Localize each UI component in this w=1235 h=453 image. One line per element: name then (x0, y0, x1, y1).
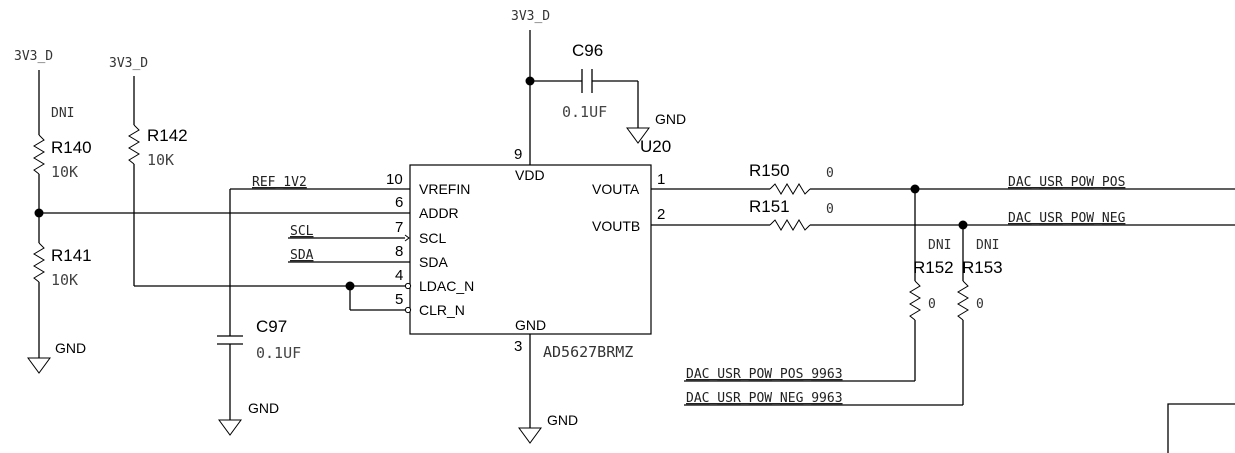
r150-value: 0 (826, 166, 834, 181)
gnd-label-c96: GND (655, 111, 686, 127)
pin-name-ldac: LDAC_N (419, 278, 474, 294)
r152-value: 0 (928, 297, 936, 312)
ic-ref: U20 (640, 137, 671, 156)
pin-num-ldac: 4 (395, 267, 403, 284)
sheet-frame-corner (1167, 403, 1235, 453)
pin-name-sda: SDA (419, 254, 448, 270)
r152-resistor (909, 280, 921, 321)
r150-ref: R150 (749, 161, 790, 180)
net-label-scl: SCL (290, 224, 314, 239)
r142-resistor (128, 124, 140, 165)
r142-ref: R142 (147, 126, 188, 145)
pin-num-vrefin: 10 (386, 171, 403, 188)
r140-r141-divider: 3V3_D DNI R140 10K R141 10K GND (14, 49, 92, 374)
ic-u20: U20 AD5627BRMZ 10 VREFIN 6 ADDR 7 SCL 8 … (386, 137, 671, 361)
gnd-icon (518, 427, 542, 444)
r141-value: 10K (51, 271, 78, 289)
net-label-sda: SDA (290, 248, 314, 263)
r151-value: 0 (826, 202, 834, 217)
pin-name-clr: CLR_N (419, 302, 465, 318)
r153-value: 0 (976, 297, 984, 312)
r152-dni-note: DNI (928, 238, 951, 253)
power-label-3v3-top: 3V3_D (511, 9, 550, 24)
clock-input-icon (404, 234, 410, 242)
pin-num-scl: 7 (395, 219, 403, 236)
inversion-bubble-icon (404, 306, 412, 314)
pin-num-clr: 5 (395, 291, 403, 308)
pin-name-vrefin: VREFIN (419, 181, 470, 197)
r140-dni-note: DNI (51, 106, 74, 121)
pin-num-voutb: 2 (657, 206, 665, 223)
gnd-icon (218, 419, 242, 436)
r152-ref: R152 (913, 258, 954, 277)
r140-resistor (33, 134, 45, 175)
r141-resistor (33, 242, 45, 283)
pin-name-scl: SCL (419, 230, 446, 246)
pin-name-vdd: VDD (515, 167, 545, 183)
ic-body (409, 164, 652, 335)
net-label-out-pos: DAC_USR_POW_POS (1008, 175, 1125, 190)
pin-num-vouta: 1 (657, 171, 665, 188)
r141-ref: R141 (51, 246, 92, 265)
vdd-c96: 3V3_D C96 0.1UF GND (511, 9, 686, 165)
pin-num-gnd: 3 (514, 338, 522, 355)
r151-ref: R151 (749, 197, 790, 216)
r142-pullup: 3V3_D R142 10K (109, 56, 405, 311)
r151-resistor (769, 219, 811, 231)
net-label-ref-1v2: REF_1V2 (252, 175, 307, 190)
c97-ref: C97 (256, 317, 287, 336)
ic-part-number: AD5627BRMZ (543, 343, 633, 361)
c97-value: 0.1UF (256, 344, 301, 362)
r140-ref: R140 (51, 138, 92, 157)
outputs: R150 0 DAC_USR_POW_POS R151 0 DAC_USR_PO… (651, 161, 1235, 231)
r153-resistor (957, 280, 969, 321)
gnd-icon (27, 357, 51, 374)
gnd-label-r141: GND (55, 340, 86, 356)
net-label-out-pos-9963: DAC_USR_POW_POS_9963 (686, 367, 843, 382)
power-label-3v3-left2: 3V3_D (109, 56, 148, 71)
inversion-bubble-icon (404, 282, 412, 290)
gnd-label-ic: GND (547, 412, 578, 428)
c96-value: 0.1UF (562, 103, 607, 121)
gnd-label-c97: GND (248, 400, 279, 416)
net-label-out-neg-9963: DAC_USR_POW_NEG_9963 (686, 391, 843, 406)
r150-resistor (769, 183, 811, 195)
pin-name-voutb: VOUTB (592, 218, 640, 234)
r142-value: 10K (147, 151, 174, 169)
r140-value: 10K (51, 163, 78, 181)
pin-num-addr: 6 (395, 194, 403, 211)
c96-ref: C96 (572, 41, 603, 60)
r152-r153: DNI DNI R152 R153 0 DAC_USR_POW_POS_9963… (684, 189, 1003, 406)
pin-name-addr: ADDR (419, 205, 459, 221)
gnd-icon (626, 127, 650, 144)
pin-name-gnd: GND (515, 317, 546, 333)
pin-num-sda: 8 (395, 243, 403, 260)
r153-dni-note: DNI (976, 238, 999, 253)
pin-num-vdd: 9 (514, 146, 522, 163)
power-label-3v3-left1: 3V3_D (14, 49, 53, 64)
pin-name-vouta: VOUTA (592, 181, 640, 197)
r153-ref: R153 (962, 258, 1003, 277)
net-label-out-neg: DAC_USR_POW_NEG (1008, 211, 1126, 226)
vrefin-c97: REF_1V2 C97 0.1UF GND (217, 175, 410, 436)
